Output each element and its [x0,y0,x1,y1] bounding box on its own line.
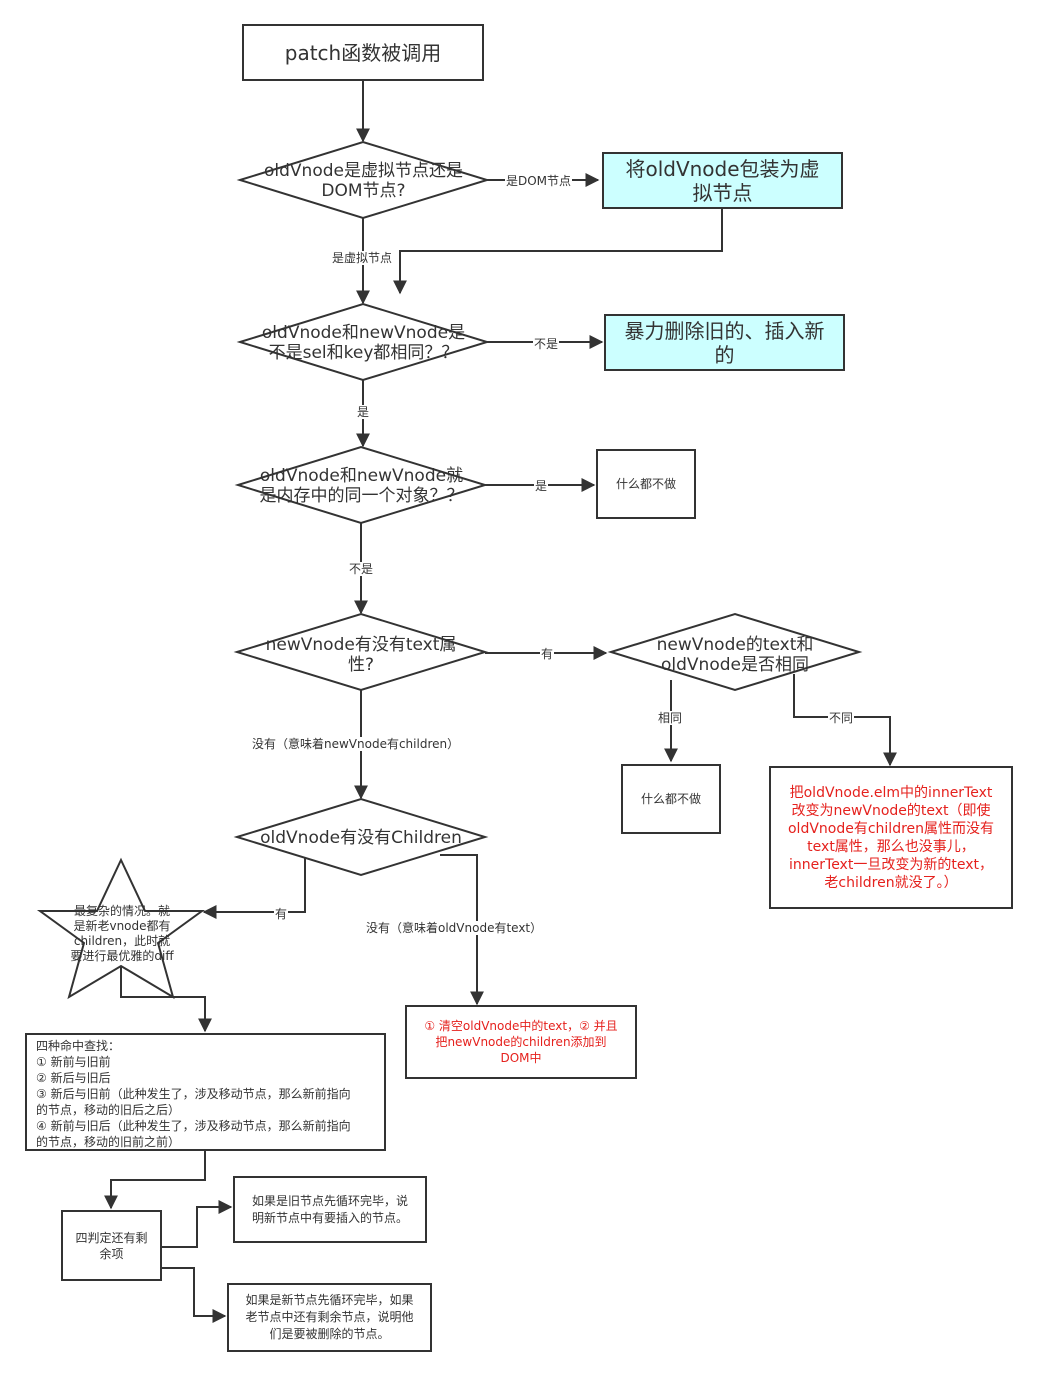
four-hits-line: 的节点，移动的旧后之后） [36,1103,181,1117]
has-text-text: newVnode有没有text属 性? [237,632,485,678]
remaining-node: 四判定还有剩 余项 [61,1210,162,1281]
old-done-line: 明新节点中有要插入的节点。 [251,1210,408,1225]
edge-label-not-same-1: 不是 [533,337,560,351]
edge-remaining-to-newdone [162,1267,227,1323]
is-vnode-line2: DOM节点? [321,181,406,201]
has-text-line1: newVnode有没有text属 [265,634,457,655]
brute-line2: 的 [714,342,735,367]
replace-text-line: text属性，那么也没事儿， [807,838,975,855]
star-line: 是新老vnode都有 [73,919,171,933]
edge-label-not-same-2: 不是 [348,562,375,576]
edge-label-virtual-node: 是虚拟节点 [331,251,394,265]
edge-star-to-fourhits [120,966,212,1033]
four-hits-line: ② 新后与旧后 [36,1071,111,1085]
same-sel-text: oldVnode和newVnode是 不是sel和key都相同？？ [240,320,487,366]
edge-label-different: 不同 [828,711,855,725]
star-text: 最复杂的情况。就 是新老vnode都有 children，此时就 要进行最优雅的… [52,902,192,966]
edge-label-same: 相同 [657,711,684,725]
new-done-node: 如果是新节点先循环完毕，如果 老节点中还有剩余节点，说明他 们是要被删除的节点。 [227,1283,432,1352]
edge-label-yes-2: 是 [534,479,549,493]
replace-text-line: oldVnode有children属性而没有 [787,820,995,837]
same-obj-text: oldVnode和newVnode就 是内存中的同一个对象？？ [238,463,485,509]
replace-text-line: 把oldVnode.elm中的innerText [789,784,993,801]
wrap-vnode-line2: 拟节点 [692,180,753,205]
decision-text-same [607,612,863,692]
four-hits-line: ④ 新前与旧后（此种发生了，涉及移动节点，那么新前指向 [36,1119,351,1133]
same-obj-line2: 是内存中的同一个对象？？ [259,486,464,506]
edge-label-has: 有 [540,647,555,661]
four-hits-line: 四种命中查找： [36,1039,121,1053]
do-nothing-label-1: 什么都不做 [615,476,676,491]
edge-label-dom-node: 是DOM节点 [505,174,573,188]
new-done-line: 老节点中还有剩余节点，说明他 [245,1310,414,1324]
edge-label-has-children: 有 [274,907,289,921]
brute-replace-node: 暴力删除旧的、插入新 的 [604,314,845,371]
do-nothing-label-2: 什么都不做 [640,791,701,806]
clear-text-node: ① 清空oldVnode中的text，② 并且 把newVnode的childr… [405,1005,637,1079]
has-text-line2: 性? [347,655,375,675]
has-children-label: oldVnode有没有Children [260,827,462,848]
remaining-line: 余项 [99,1246,124,1261]
edge-fourhits-to-remaining [104,1151,206,1210]
edge-haschildren-to-star [202,857,306,919]
replace-text-line: innerText一旦改变为新的text， [789,856,993,873]
wrap-vnode-line1: 将oldVnode包装为虚 [625,156,820,181]
edge-label-yes-1: 是 [356,405,371,419]
do-nothing-node-2: 什么都不做 [621,764,721,834]
replace-text-line: 改变为newVnode的text（即使 [791,802,991,819]
edge-wrap-to-samesel [393,209,723,295]
same-sel-line2: 不是sel和key都相同？？ [268,343,459,363]
brute-line1: 暴力删除旧的、插入新 [624,318,825,343]
edge-label-no-text: 没有（意味着newVnode有children） [251,737,461,751]
text-same-line1: newVnode的text和 [656,634,814,655]
star-line: 最复杂的情况。就 [73,904,170,918]
has-children-text: oldVnode有没有Children [237,826,485,850]
same-sel-line1: oldVnode和newVnode是 [261,322,466,343]
clear-text-line: 把newVnode的children添加到 [435,1035,607,1049]
edge-remaining-to-olddone [162,1200,233,1248]
four-hits-line: ③ 新后与旧前（此种发生了，涉及移动节点，那么新前指向 [36,1087,351,1101]
is-vnode-line1: oldVnode是虚拟节点还是 [264,160,463,181]
is-vnode-text: oldVnode是虚拟节点还是 DOM节点? [240,158,487,204]
replace-text-node: 把oldVnode.elm中的innerText 改变为newVnode的tex… [769,766,1013,909]
four-hits-line: 的节点，移动的旧前之前） [36,1135,181,1149]
old-done-node: 如果是旧节点先循环完毕，说 明新节点中有要插入的节点。 [233,1176,427,1243]
replace-text-line: 老children就没了。） [824,874,958,891]
clear-text-line: ① 清空oldVnode中的text，② 并且 [424,1019,618,1033]
edge-haschildren-to-clear [440,854,484,1006]
edge-label-no-children: 没有（意味着oldVnode有text） [365,921,544,935]
new-done-line: 如果是新节点先循环完毕，如果 [245,1293,414,1307]
star-line: 要进行最优雅的diff [70,949,174,963]
wrap-vnode-node: 将oldVnode包装为虚 拟节点 [602,152,843,209]
decision-has-children [233,797,489,877]
new-done-line: 们是要被删除的节点。 [269,1327,390,1341]
clear-text-line: DOM中 [500,1051,542,1065]
start-node: patch函数被调用 [242,24,484,81]
old-done-line: 如果是旧节点先循环完毕，说 [251,1193,408,1208]
star-line: children，此时就 [73,934,171,948]
text-same-line2: oldVnode是否相同 [661,655,809,675]
do-nothing-node-1: 什么都不做 [596,449,696,519]
same-obj-line1: oldVnode和newVnode就 [259,465,464,486]
start-label: patch函数被调用 [284,40,442,65]
remaining-line: 四判定还有剩 [75,1230,148,1245]
four-hits-line: ① 新前与旧前 [36,1055,111,1069]
four-hits-node: 四种命中查找： ① 新前与旧前 ② 新后与旧后 ③ 新后与旧前（此种发生了，涉及… [25,1033,386,1151]
text-same-text: newVnode的text和 oldVnode是否相同 [611,632,859,678]
